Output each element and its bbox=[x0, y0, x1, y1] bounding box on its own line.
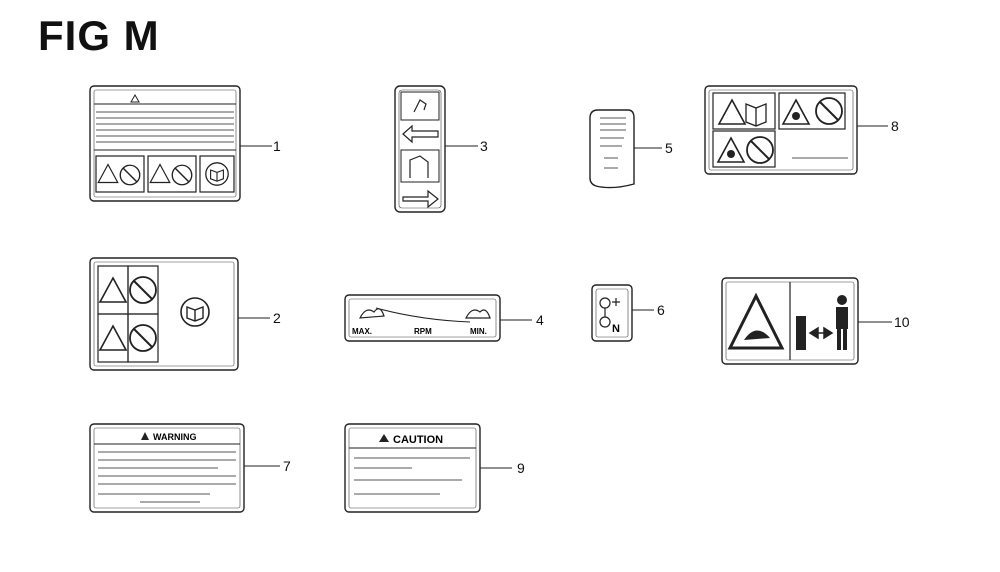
direction-arrow-icon bbox=[402, 124, 439, 144]
decal-6: N bbox=[591, 284, 654, 342]
rpm-label: RPM bbox=[414, 327, 432, 336]
prohibited-circle-icon bbox=[129, 324, 157, 352]
decal-10 bbox=[721, 277, 892, 365]
decal-7: WARNING bbox=[89, 423, 280, 513]
warning-triangle-icon bbox=[149, 163, 171, 184]
callout-2: 2 bbox=[273, 310, 281, 326]
decal-3 bbox=[394, 85, 478, 213]
decal-5 bbox=[589, 109, 662, 189]
owners-manual-icon bbox=[180, 297, 210, 327]
direction-arrow-icon bbox=[402, 189, 439, 209]
decal-9: CAUTION bbox=[344, 423, 512, 513]
decal-2 bbox=[89, 257, 270, 371]
callout-6: 6 bbox=[657, 302, 665, 318]
warning-triangle-icon bbox=[718, 99, 746, 125]
n-glyph: N bbox=[612, 323, 620, 335]
decal-4: MAX. RPM MIN. bbox=[344, 294, 532, 342]
callout-10: 10 bbox=[894, 314, 910, 330]
callout-8: 8 bbox=[891, 118, 899, 134]
owners-manual-icon bbox=[745, 103, 767, 127]
warning-triangle-icon bbox=[130, 93, 140, 103]
warning-triangle-icon bbox=[727, 292, 785, 350]
callout-4: 4 bbox=[536, 312, 544, 328]
warning-heading: WARNING bbox=[153, 432, 197, 442]
warning-triangle-icon bbox=[99, 277, 127, 303]
prohibited-circle-icon bbox=[815, 97, 843, 125]
callout-9: 9 bbox=[517, 460, 525, 476]
decal-1 bbox=[89, 85, 272, 202]
prohibited-circle-icon bbox=[746, 136, 774, 164]
figure-title: FIG M bbox=[38, 12, 160, 59]
prohibited-circle-icon bbox=[171, 164, 193, 186]
max-label: MAX. bbox=[352, 327, 372, 336]
direction-arrow-icon bbox=[808, 326, 834, 340]
prohibited-circle-icon bbox=[119, 164, 141, 186]
callout-1: 1 bbox=[273, 138, 281, 154]
warning-triangle-icon bbox=[97, 163, 119, 184]
prohibited-circle-icon bbox=[129, 276, 157, 304]
callout-3: 3 bbox=[480, 138, 488, 154]
min-label: MIN. bbox=[470, 327, 487, 336]
warning-triangle-icon bbox=[99, 325, 127, 351]
caution-heading: CAUTION bbox=[393, 434, 443, 446]
callout-7: 7 bbox=[283, 458, 291, 474]
owners-manual-icon bbox=[205, 162, 229, 186]
decal-8 bbox=[704, 85, 888, 175]
person-icon bbox=[836, 295, 848, 350]
callout-5: 5 bbox=[665, 140, 673, 156]
